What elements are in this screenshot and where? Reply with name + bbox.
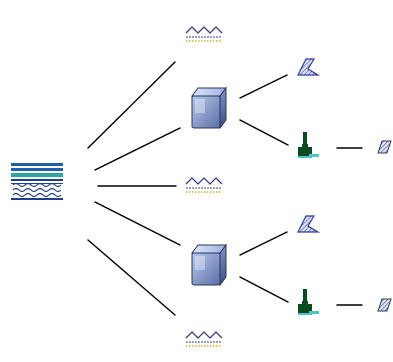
wave-line-icon [185,177,223,193]
small-hatch-icon [377,298,392,312]
cube-icon [191,86,227,130]
wave-line-icon [185,26,223,42]
edge-root-wave-top [87,61,176,149]
edge-root-wave-bottom [87,239,176,316]
wave-line-icon [185,331,223,347]
paint-brush-icon [298,289,319,315]
edge-cube-lower-hatch-lower [239,231,288,256]
hatched-surface-icon [297,58,321,76]
edge-root-cube-upper [94,127,181,171]
edge-cube-lower-brush-lower [239,276,289,303]
cube-icon [191,243,227,287]
edge-cube-upper-hatch-upper [239,74,288,99]
paint-brush-icon [298,132,319,158]
edge-cube-upper-brush-upper [239,119,289,146]
hatched-surface-icon [297,215,321,233]
connector-lines [87,61,363,316]
edge-root-cube-lower [94,201,181,246]
small-hatch-icon [377,140,392,154]
layer-stack-icon [11,163,63,200]
